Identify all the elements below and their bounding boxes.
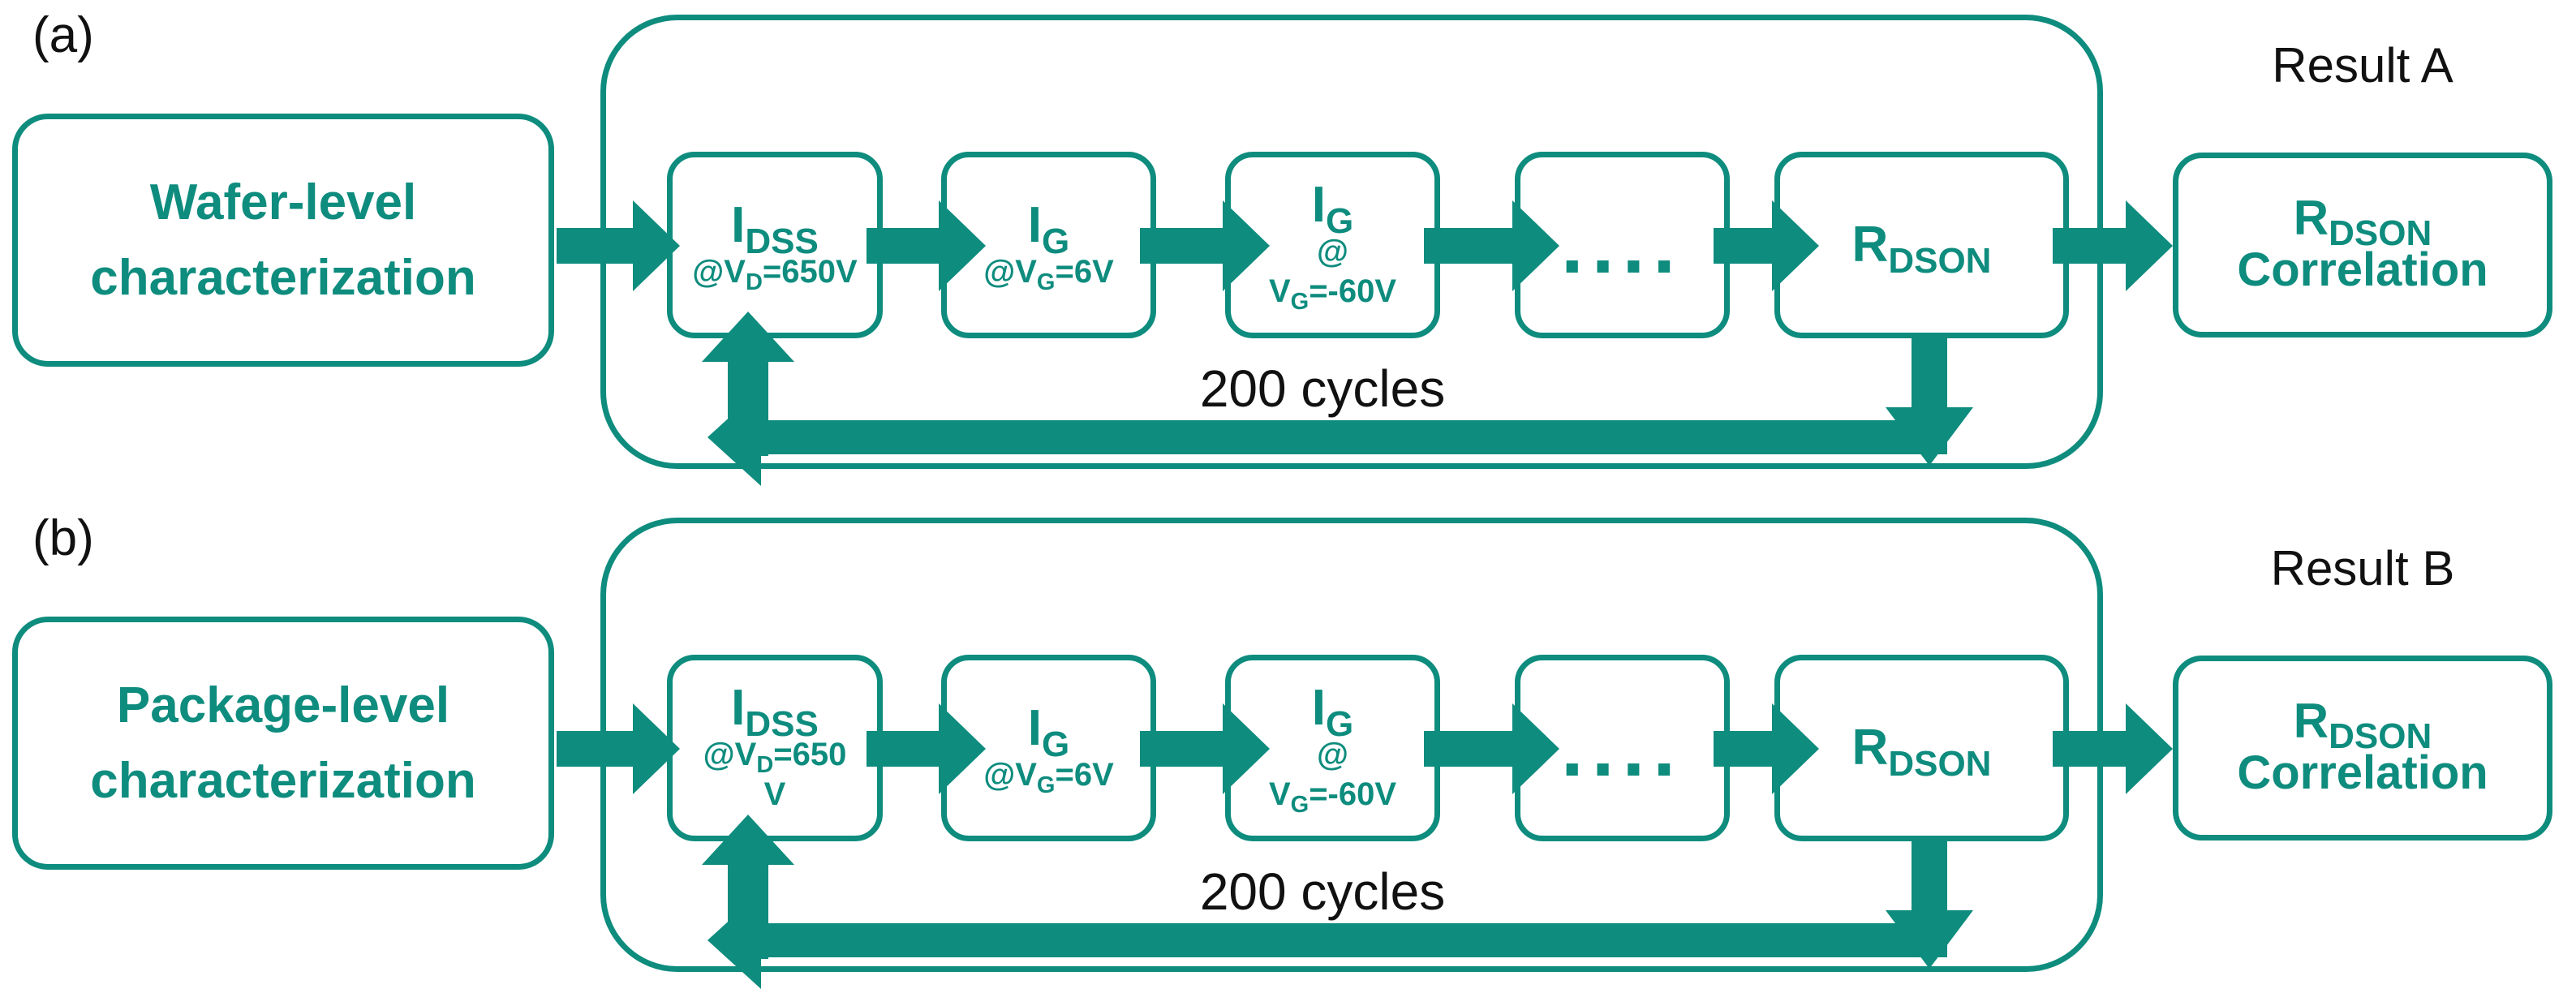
step-title: IDSS	[731, 680, 819, 745]
flow-arrow-icon	[867, 228, 939, 264]
flow-arrow-icon	[1140, 731, 1223, 767]
loop-up-arrowhead-icon	[702, 815, 794, 865]
step-condition: @VD=650V	[692, 253, 858, 295]
flow-arrow-icon	[557, 731, 633, 767]
step-title: IDSS	[731, 196, 819, 261]
step-title: IG	[1311, 680, 1354, 745]
panel-b-label: (b)	[32, 510, 94, 566]
loop-left-arrowhead-icon	[707, 389, 761, 486]
flow-arrow-icon	[1424, 731, 1512, 767]
result-label: Result B	[2270, 541, 2455, 595]
flow-arrow-icon	[1714, 228, 1772, 264]
flow-arrow-icon	[1714, 731, 1772, 767]
flow-arrowhead-icon	[2126, 703, 2173, 794]
step-title: IG	[1027, 699, 1070, 764]
cycles-label: 200 cycles	[1199, 359, 1446, 418]
step-title: RDSON	[1851, 720, 1992, 784]
loop-return-bar-icon	[761, 420, 1947, 454]
flow-arrowhead-icon	[1512, 703, 1559, 794]
step-condition-2: V	[763, 776, 786, 812]
flow-arrowhead-icon	[1223, 703, 1270, 794]
step-box-rdson: RDSON	[1774, 655, 2069, 841]
loop-down-arrowhead-icon	[1886, 910, 1973, 969]
panel-a-label: (a)	[32, 7, 94, 63]
step-condition-2: VG=-60V	[1268, 776, 1397, 818]
rdson-correlation-box: RDSON Correlation	[2173, 656, 2552, 840]
flow-arrowhead-icon	[939, 200, 986, 291]
correlation-title: RDSON	[2293, 191, 2432, 254]
loop-down-arrow-icon	[1912, 334, 1947, 409]
correlation-subtitle: Correlation	[2237, 746, 2488, 800]
rdson-correlation-box: RDSON Correlation	[2173, 153, 2552, 337]
step-condition: @VD=650	[703, 737, 847, 779]
result-label: Result A	[2272, 38, 2453, 92]
source-line-2: characterization	[90, 753, 476, 809]
step-box-idss: IDSS @VD=650 V	[667, 655, 883, 841]
step-condition: @VG=6V	[983, 756, 1114, 798]
ellipsis-dots: ....	[1560, 200, 1684, 290]
flow-arrow-icon	[867, 731, 939, 767]
loop-down-arrow-icon	[1912, 837, 1947, 912]
source-line-2: characterization	[90, 250, 476, 306]
source-line-1: Package-level	[116, 677, 450, 733]
flow-arrowhead-icon	[939, 703, 986, 794]
step-condition-2: VG=-60V	[1268, 273, 1397, 315]
wafer-level-box: Wafer-level characterization	[12, 114, 554, 367]
step-title: RDSON	[1851, 217, 1992, 281]
ellipsis-dots: ....	[1560, 703, 1684, 793]
loop-return-bar-icon	[761, 923, 1947, 957]
flow-arrow-icon	[2053, 228, 2126, 264]
package-level-box: Package-level characterization	[12, 617, 554, 870]
panel-b: (b) Package-level characterization IDSS …	[0, 503, 2576, 1006]
loop-down-arrowhead-icon	[1886, 407, 1973, 466]
flow-arrow-icon	[1140, 228, 1223, 264]
source-line-1: Wafer-level	[149, 174, 417, 230]
correlation-title: RDSON	[2293, 694, 2432, 757]
step-condition: @	[1316, 234, 1348, 270]
flow-arrow-icon	[2053, 731, 2126, 767]
cycles-label: 200 cycles	[1199, 862, 1446, 921]
panel-a: (a) Wafer-level characterization IDSS @V…	[12, 7, 2552, 486]
flow-arrow-icon	[1424, 228, 1512, 264]
step-title: IG	[1027, 196, 1070, 261]
step-box-idss: IDSS @VD=650V	[667, 152, 883, 338]
flow-arrowhead-icon	[2126, 200, 2173, 291]
flow-arrowhead-icon	[1512, 200, 1559, 291]
flow-arrow-icon	[557, 228, 633, 264]
correlation-subtitle: Correlation	[2237, 243, 2488, 297]
step-title: IG	[1311, 177, 1354, 242]
flow-arrowhead-icon	[633, 703, 680, 794]
step-condition: @VG=6V	[983, 253, 1114, 295]
flow-arrowhead-icon	[1772, 200, 1819, 291]
loop-left-arrowhead-icon	[707, 892, 761, 989]
flow-arrowhead-icon	[1772, 703, 1819, 794]
step-condition: @	[1316, 737, 1348, 773]
loop-up-arrowhead-icon	[702, 312, 794, 362]
flow-arrowhead-icon	[633, 200, 680, 291]
flow-arrowhead-icon	[1223, 200, 1270, 291]
